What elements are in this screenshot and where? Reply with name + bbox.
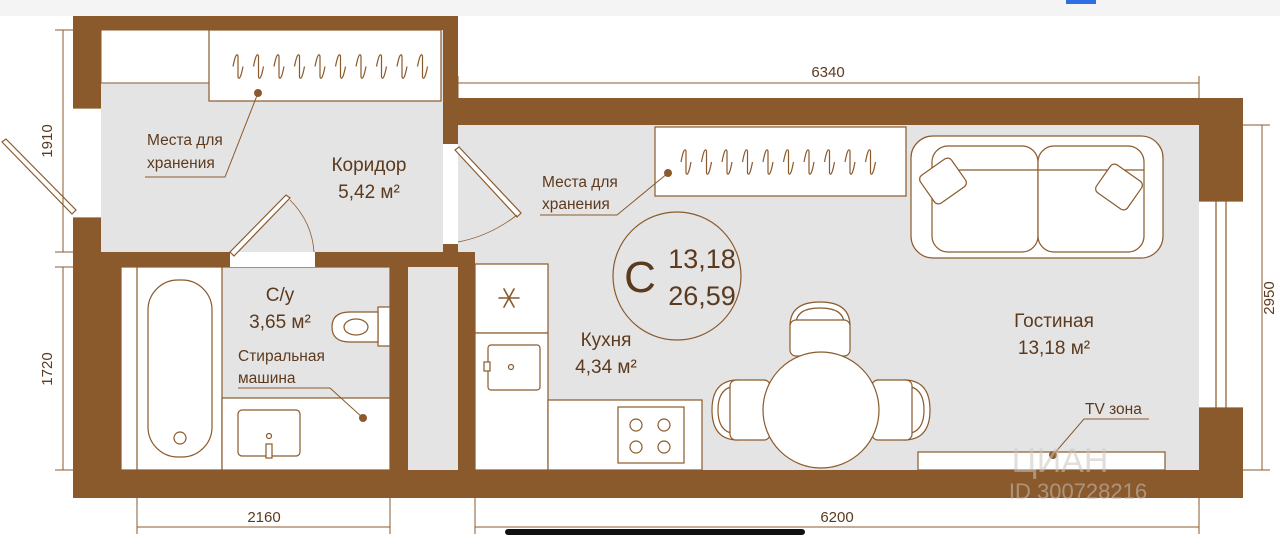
hanger-icon xyxy=(844,149,856,175)
entrance-door xyxy=(1,107,101,219)
hanger-icon xyxy=(782,149,795,175)
dim-bottom-left: 2160 xyxy=(247,509,280,526)
hanger-icon xyxy=(232,54,244,79)
hanger-icon xyxy=(823,149,836,175)
area-badge xyxy=(612,211,742,341)
wall xyxy=(73,16,458,30)
wall xyxy=(458,252,475,470)
hanger-icon xyxy=(741,149,754,175)
wall xyxy=(1199,98,1243,201)
tv-zone-label: TV зона xyxy=(1085,401,1142,418)
dim-left-upper: 1910 xyxy=(39,124,56,157)
hanger-icon xyxy=(762,149,774,175)
wall xyxy=(390,252,408,470)
wall xyxy=(73,218,101,498)
wall xyxy=(443,16,458,144)
home-indicator xyxy=(505,529,805,535)
hanger-icon xyxy=(355,54,367,79)
watermark-id: ID 300728216 xyxy=(1009,479,1147,504)
storage-left-label-1: Места для xyxy=(147,132,223,149)
labels: 6340 2160 6200 1910 1720 2950 Коридор 5,… xyxy=(39,64,1278,526)
dim-top: 6340 xyxy=(811,64,844,81)
dim-left-lower: 1720 xyxy=(39,352,56,385)
hanger-icon xyxy=(396,54,408,79)
window-right xyxy=(1199,200,1243,409)
fridge xyxy=(474,263,549,334)
badge-total-area: 26,59 xyxy=(668,281,736,311)
watermark-brand: ЦИАН xyxy=(1012,442,1109,480)
snowflake-icon xyxy=(498,288,520,308)
kitchen-unit xyxy=(474,263,703,471)
storage-right-label-1: Места для xyxy=(542,174,618,191)
corridor-area: 5,42 м² xyxy=(338,182,400,203)
storage-left xyxy=(100,29,442,102)
bathroom-area: 3,65 м² xyxy=(249,312,311,333)
washer-label-1: Стиральная xyxy=(238,348,325,365)
walls xyxy=(73,16,1243,498)
bathroom-name: С/у xyxy=(266,285,295,306)
bathroom-door xyxy=(229,194,315,267)
hanger-icon xyxy=(375,54,388,79)
kitchen-name: Кухня xyxy=(581,330,632,351)
washer-label-2: машина xyxy=(238,370,296,387)
stove-burners xyxy=(629,418,671,454)
bathtub-icon xyxy=(136,266,223,471)
hanger-icon xyxy=(680,149,692,175)
storage-right-label-2: хранения xyxy=(542,196,610,213)
top-strip xyxy=(0,0,1280,16)
kitchen-area: 4,34 м² xyxy=(575,357,637,378)
hanger-icon xyxy=(273,54,285,79)
top-strip-button xyxy=(1066,0,1096,4)
hanger-icon xyxy=(700,149,713,175)
corridor-name: Коридор xyxy=(331,155,406,176)
wall xyxy=(73,16,101,108)
tv-stand xyxy=(917,451,1166,471)
badge-living-area: 13,18 xyxy=(668,244,736,274)
wall xyxy=(458,98,1243,125)
toilet-icon xyxy=(331,306,391,347)
living-area: 13,18 м² xyxy=(1018,338,1090,359)
living-door xyxy=(443,144,522,244)
dining-set xyxy=(711,301,931,469)
hanger-icon xyxy=(721,149,733,175)
wall xyxy=(443,244,458,254)
washing-machine xyxy=(221,397,391,471)
hanger-icon xyxy=(252,54,265,79)
hanger-icon xyxy=(416,54,429,79)
dim-bottom-right: 6200 xyxy=(820,509,853,526)
shaft xyxy=(408,267,458,470)
living-name: Гостиная xyxy=(1014,311,1094,332)
leader-lines xyxy=(145,89,1149,459)
wall xyxy=(101,252,230,267)
hanger-icon xyxy=(334,54,347,79)
hangers xyxy=(232,54,429,79)
wall xyxy=(73,470,1243,498)
badge-letter: С xyxy=(624,253,656,302)
stove-icon xyxy=(617,406,685,464)
storage-left-label-2: хранения xyxy=(147,155,215,172)
hangers xyxy=(680,149,877,175)
storage-right xyxy=(654,126,907,197)
hanger-icon xyxy=(293,54,306,79)
wall xyxy=(101,252,121,470)
hanger-icon xyxy=(314,54,326,79)
sofa-icon xyxy=(910,135,1164,259)
dim-right: 2950 xyxy=(1261,281,1278,314)
hanger-icon xyxy=(803,149,815,175)
hanger-icon xyxy=(864,149,877,175)
dimension-lines xyxy=(55,29,1270,534)
